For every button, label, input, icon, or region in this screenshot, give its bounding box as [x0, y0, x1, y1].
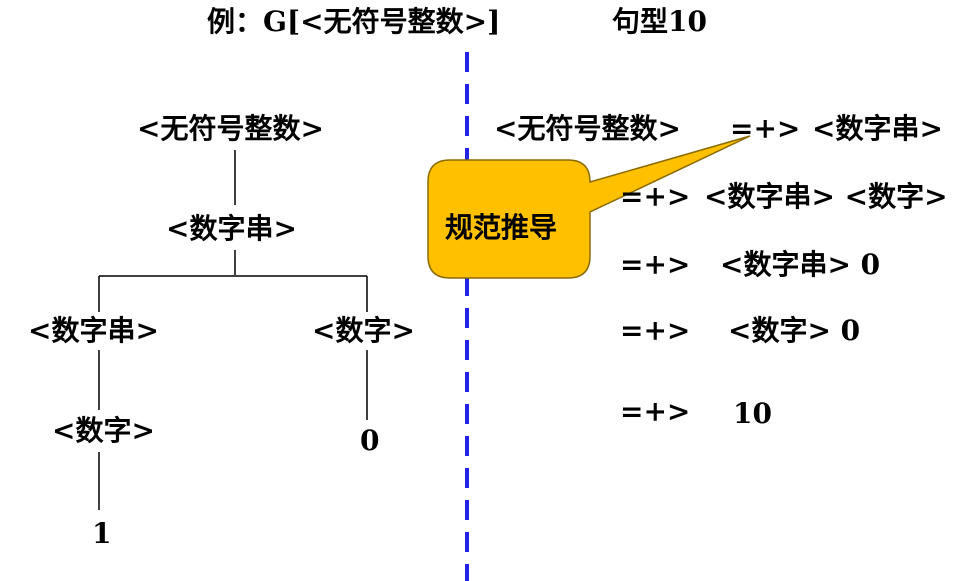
derivation-arrow-2: =+>: [620, 180, 691, 213]
tree-leaf-right: 0: [360, 424, 380, 457]
tree-level2-left-node: <数字串>: [28, 314, 159, 347]
tree-leaf-left: 1: [92, 517, 112, 550]
callout-bubble: [427, 135, 751, 279]
tree-root-node: <无符号整数>: [137, 112, 324, 145]
derivation-arrow-3: =+>: [620, 248, 691, 281]
derivation-step-2: <数字串> <数字>: [704, 180, 948, 213]
derivation-arrow-5: =+>: [620, 395, 691, 428]
tree-level3-left-node: <数字>: [52, 414, 155, 447]
derivation-arrow-4: =+>: [620, 314, 691, 347]
derivation-step-3: <数字串> 0: [720, 248, 881, 281]
example-title: 例：G[<无符号整数>]: [207, 5, 501, 38]
tree-level1-node: <数字串>: [166, 212, 297, 245]
derivation-step-5: 10: [733, 397, 772, 430]
callout-label: 规范推导: [445, 211, 558, 244]
tree-level2-right-node: <数字>: [312, 314, 415, 347]
derivation-step-4: <数字> 0: [728, 314, 861, 347]
derivation-start: <无符号整数>: [494, 112, 681, 145]
derivation-arrow-1: =+>: [730, 112, 801, 145]
sentence-title: 句型10: [612, 5, 707, 38]
derivation-step-1: <数字串>: [812, 112, 943, 145]
